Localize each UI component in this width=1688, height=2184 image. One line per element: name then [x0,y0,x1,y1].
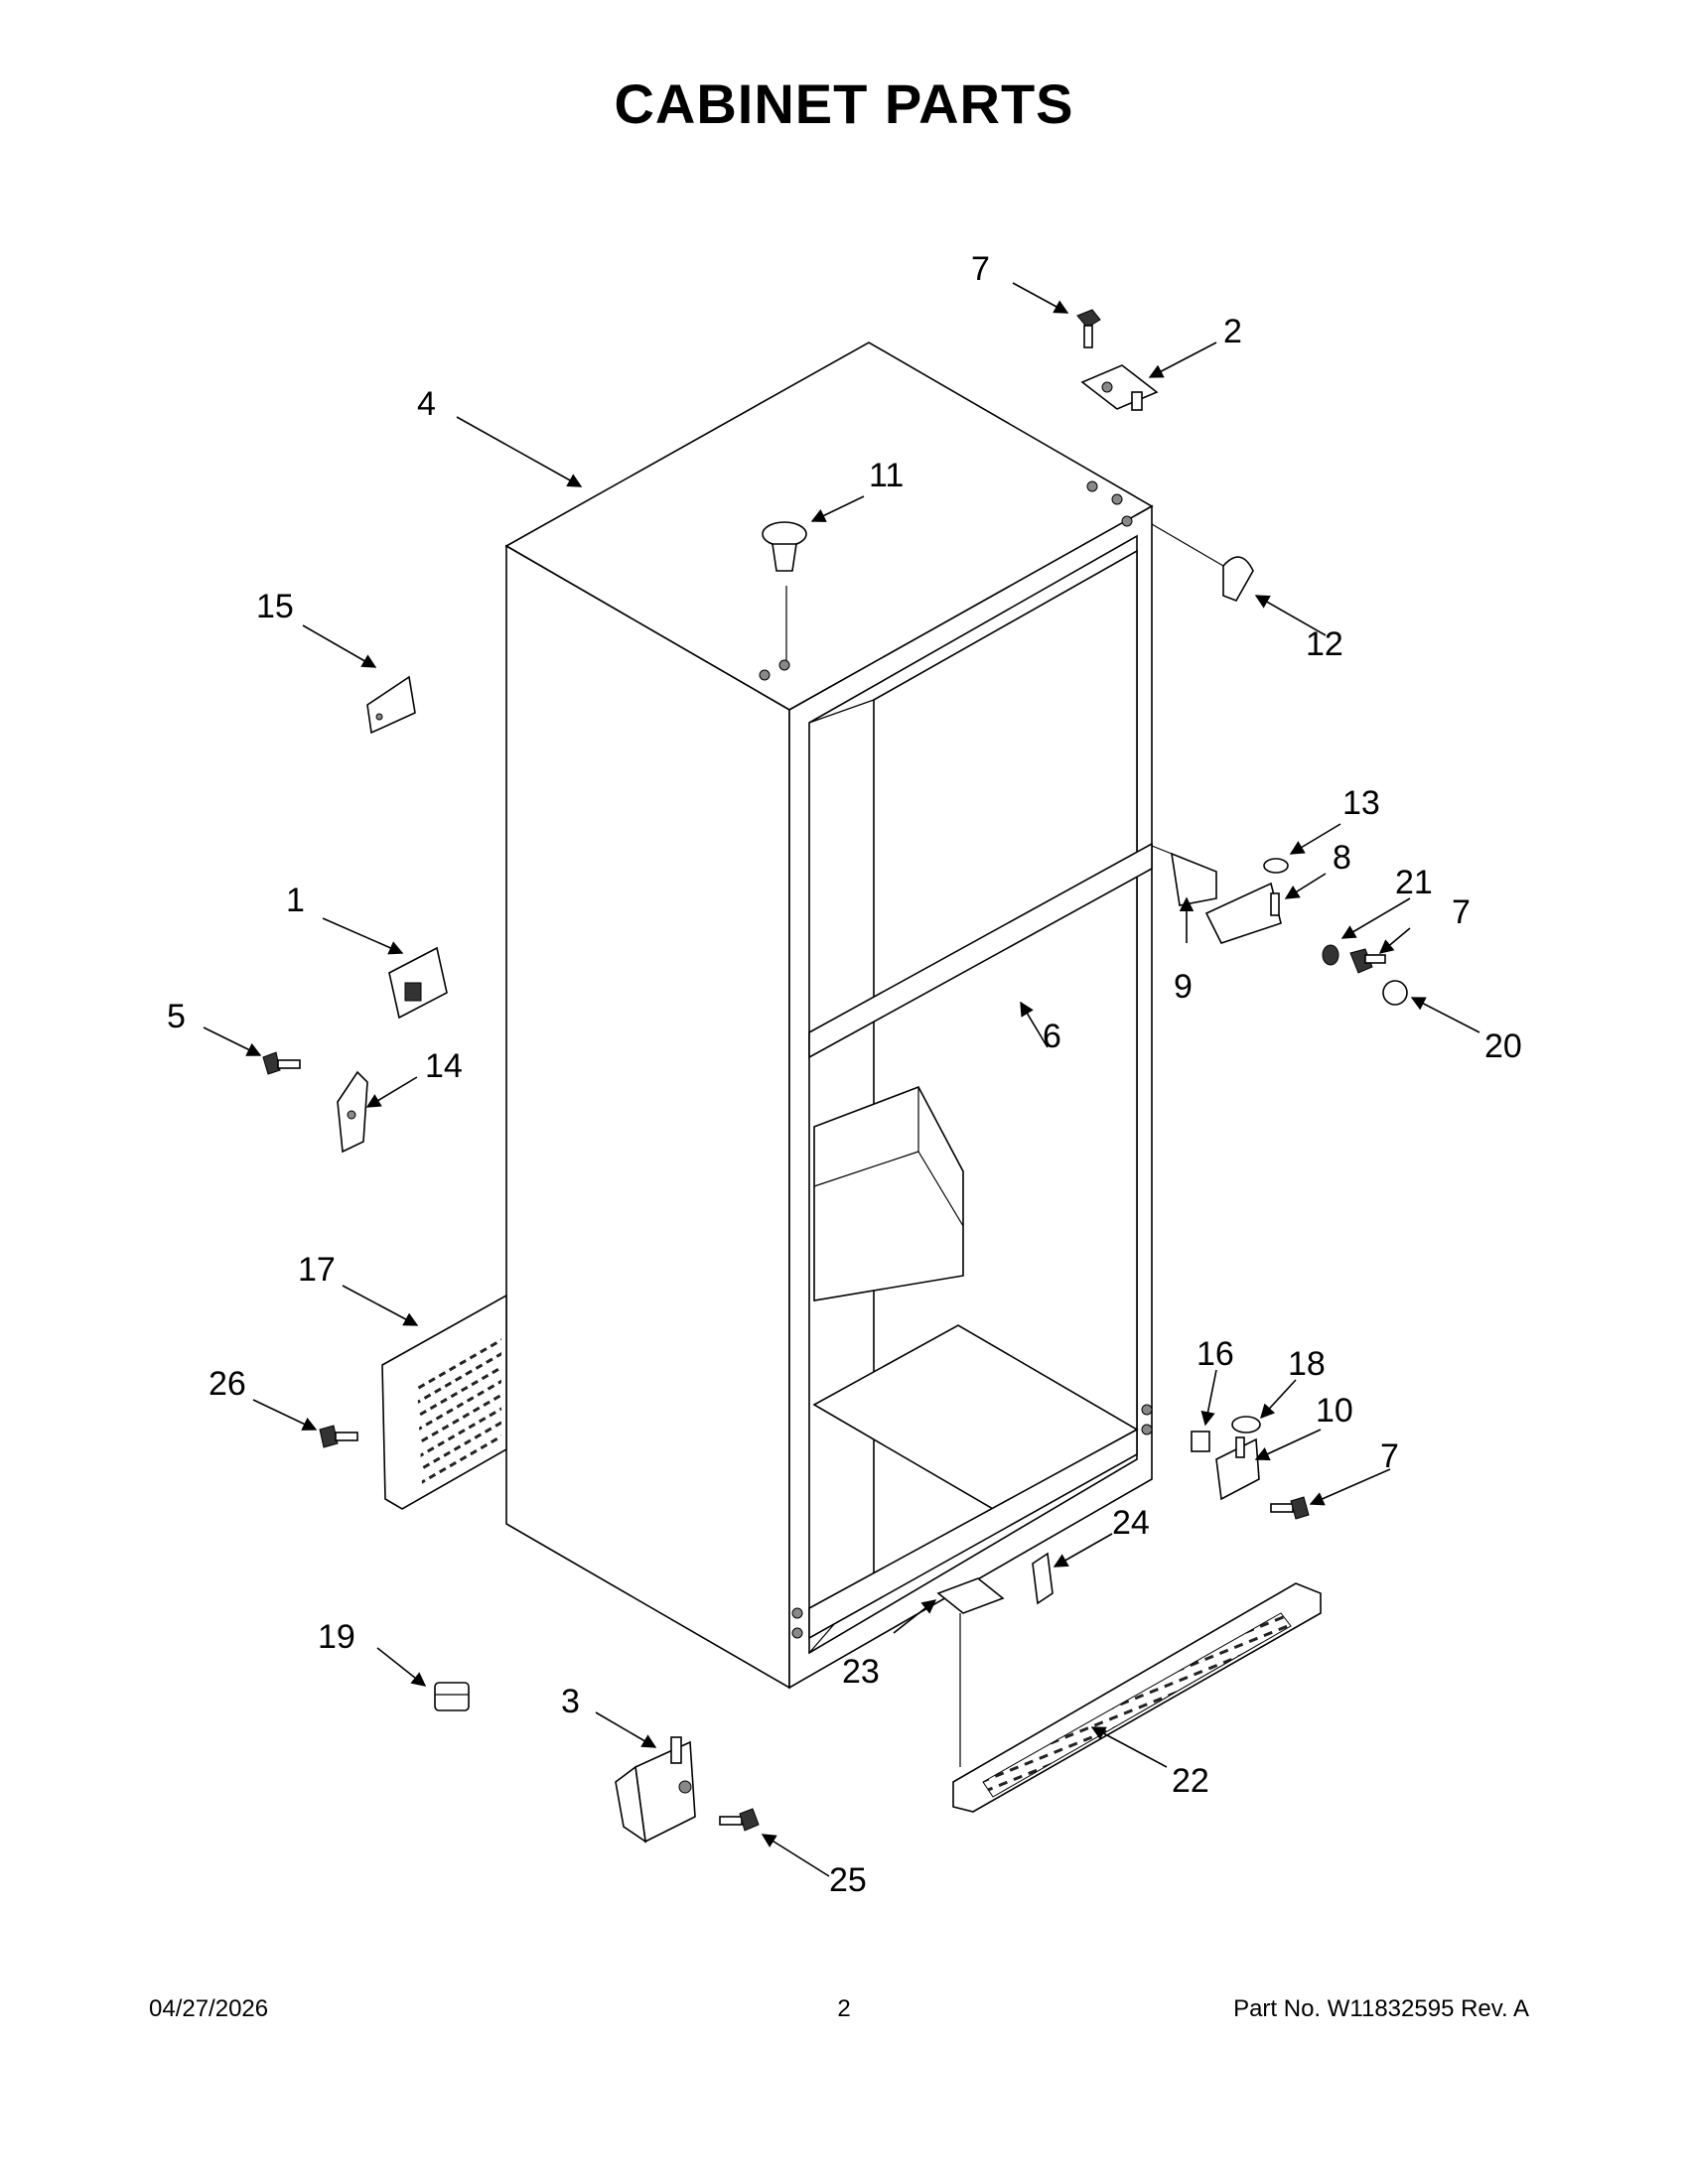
callout-19: 19 [318,1618,355,1656]
bracket-part [366,675,416,735]
screw-part-5 [262,1051,301,1075]
hinge-cover-part [1151,523,1254,602]
center-hinge-group [1151,845,1408,1006]
plug-part [762,521,807,660]
vent-panel-part [381,1294,507,1510]
callout-7-mid: 7 [1452,893,1471,931]
callout-8: 8 [1333,839,1351,877]
callout-18: 18 [1288,1345,1326,1383]
callout-10: 10 [1316,1392,1353,1430]
footer-part-number: Part No. W11832595 Rev. A [1233,1995,1529,2022]
footer-page-number: 2 [837,1995,851,2022]
grille-clip-part [1032,1552,1054,1605]
spacer-part [1191,1431,1210,1452]
callout-25: 25 [829,1861,867,1899]
hinge-screw-part [1076,309,1101,348]
callout-9: 9 [1174,968,1193,1006]
callout-7-top: 7 [971,250,990,288]
callout-5: 5 [167,998,186,1035]
bottom-hinge-part [615,1736,696,1843]
callout-24: 24 [1112,1504,1150,1542]
callout-23: 23 [842,1653,880,1691]
page-title: CABINET PARTS [614,72,1074,135]
callout-7-low: 7 [1380,1437,1399,1475]
callout-4: 4 [417,385,436,423]
callout-arrows [203,282,1480,1877]
callout-13: 13 [1342,784,1380,822]
callout-11: 11 [869,457,904,494]
callout-1: 1 [286,882,305,919]
cabinet-body [504,341,1154,1690]
callout-6: 6 [1043,1018,1061,1055]
base-grille-part [952,1582,1322,1813]
footer-date: 04/27/2026 [149,1995,269,2022]
washer-part [1231,1416,1261,1433]
screw-part-25 [719,1808,760,1832]
callout-20: 20 [1484,1027,1522,1065]
hinge-bracket-part [337,1070,368,1154]
lower-hinge-part [1215,1436,1260,1501]
clip-part [388,946,448,1020]
callout-26: 26 [209,1365,246,1403]
callout-labels: 7 2 4 11 12 15 13 8 21 7 20 9 6 1 5 14 1… [167,250,1522,1899]
callout-21: 21 [1395,864,1433,901]
lower-screw-part [1270,1496,1310,1520]
callout-3: 3 [561,1683,580,1720]
callout-12: 12 [1306,625,1343,663]
grille-tab-part [936,1577,1005,1767]
screw-part-26 [319,1425,358,1448]
callout-14: 14 [425,1047,463,1085]
callout-2: 2 [1223,313,1242,350]
callout-22: 22 [1172,1762,1209,1800]
callout-17: 17 [298,1251,336,1289]
callout-16: 16 [1196,1335,1234,1373]
top-hinge-part [1080,364,1159,411]
callout-15: 15 [256,588,294,625]
small-clip-part [434,1682,470,1711]
